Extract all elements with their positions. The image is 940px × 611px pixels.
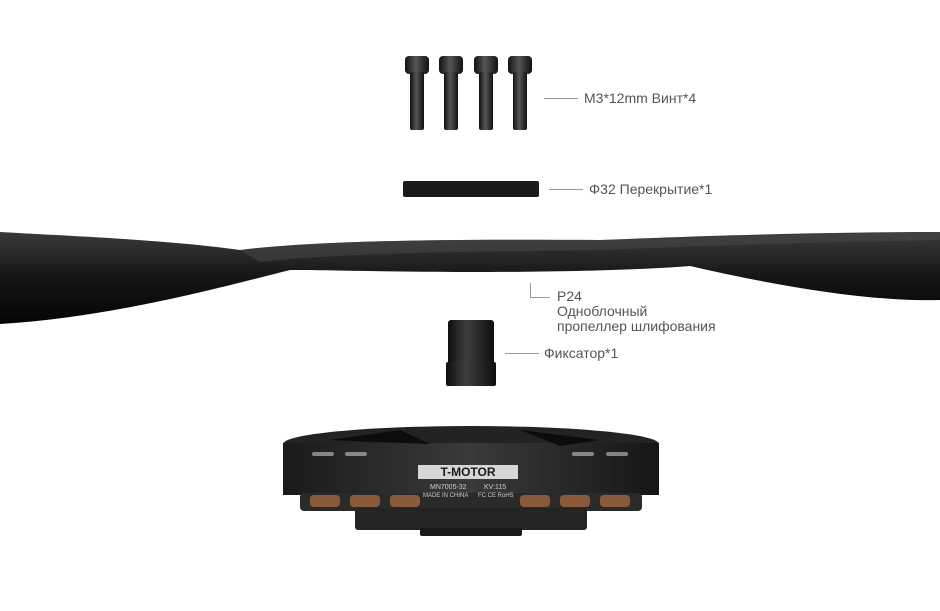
propeller-leader-vertical [530, 283, 531, 297]
fixer-sleeve [446, 320, 496, 386]
screws-label: M3*12mm Винт*4 [584, 90, 697, 106]
fixer-leader-line [505, 353, 539, 354]
screw [508, 56, 532, 130]
motor-kv: KV:115 [484, 484, 506, 491]
motor-certifications: FC CE RoHS [478, 493, 514, 499]
fixer-label: Фиксатор*1 [544, 345, 619, 361]
screw [474, 56, 498, 130]
cover-plate [403, 181, 539, 197]
propeller-leader-horizontal [530, 297, 550, 298]
motor-logo-plate [418, 465, 518, 479]
motor: T-MOTOR MN7005-32 KV:115 MADE IN CHINA F… [283, 426, 659, 536]
cover-leader-line [549, 189, 583, 190]
screw [439, 56, 463, 130]
propeller-label-line3: пропеллер шлифования [557, 318, 716, 334]
cover-label: Φ32 Перекрытие*1 [589, 181, 713, 197]
motor-model: MN7005-32 [430, 484, 467, 491]
screw [405, 56, 429, 130]
motor-brand: T-MOTOR [440, 465, 495, 479]
motor-origin: MADE IN CHINA [423, 493, 468, 499]
screws [405, 56, 532, 130]
propeller-label-line1: P24 [557, 288, 582, 304]
propeller-label-line2: Одноблочный [557, 303, 648, 319]
screws-leader-line [544, 98, 578, 99]
propeller-blade [0, 232, 940, 324]
